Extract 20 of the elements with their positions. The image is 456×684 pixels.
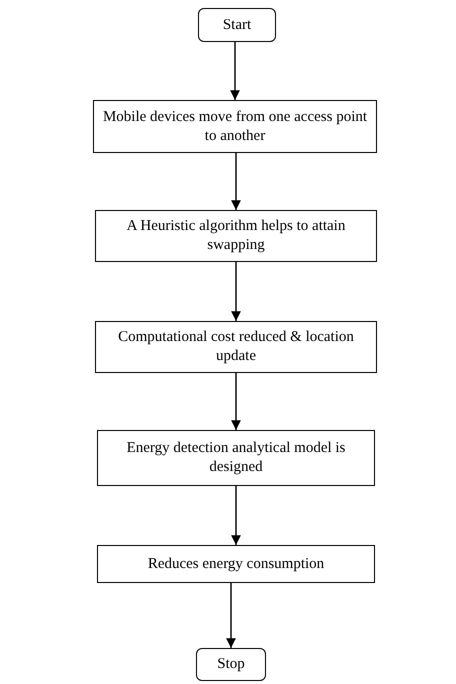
arrow (231, 373, 241, 430)
node-text: Reduces energy consumption (148, 554, 324, 574)
node-text: Energy detection analytical model is designed (126, 439, 346, 477)
process-box (97, 430, 375, 486)
terminal-box (196, 648, 266, 681)
process-box (95, 210, 377, 262)
process-box (95, 321, 377, 373)
arrow (231, 262, 241, 321)
arrow (231, 153, 241, 210)
node-text: Mobile devices move from one access point to another (102, 108, 368, 146)
node-text: Start (222, 16, 252, 34)
node-text: A Heuristic algorithm helps to attain swapping (126, 217, 346, 255)
arrow (226, 583, 236, 648)
process-box (93, 100, 377, 153)
terminal-box (198, 8, 276, 42)
arrow (231, 486, 241, 545)
process-box (97, 545, 375, 583)
arrow (230, 42, 240, 100)
node-text: Computational cost reduced & location update (117, 328, 355, 366)
node-text: Stop (217, 655, 245, 674)
